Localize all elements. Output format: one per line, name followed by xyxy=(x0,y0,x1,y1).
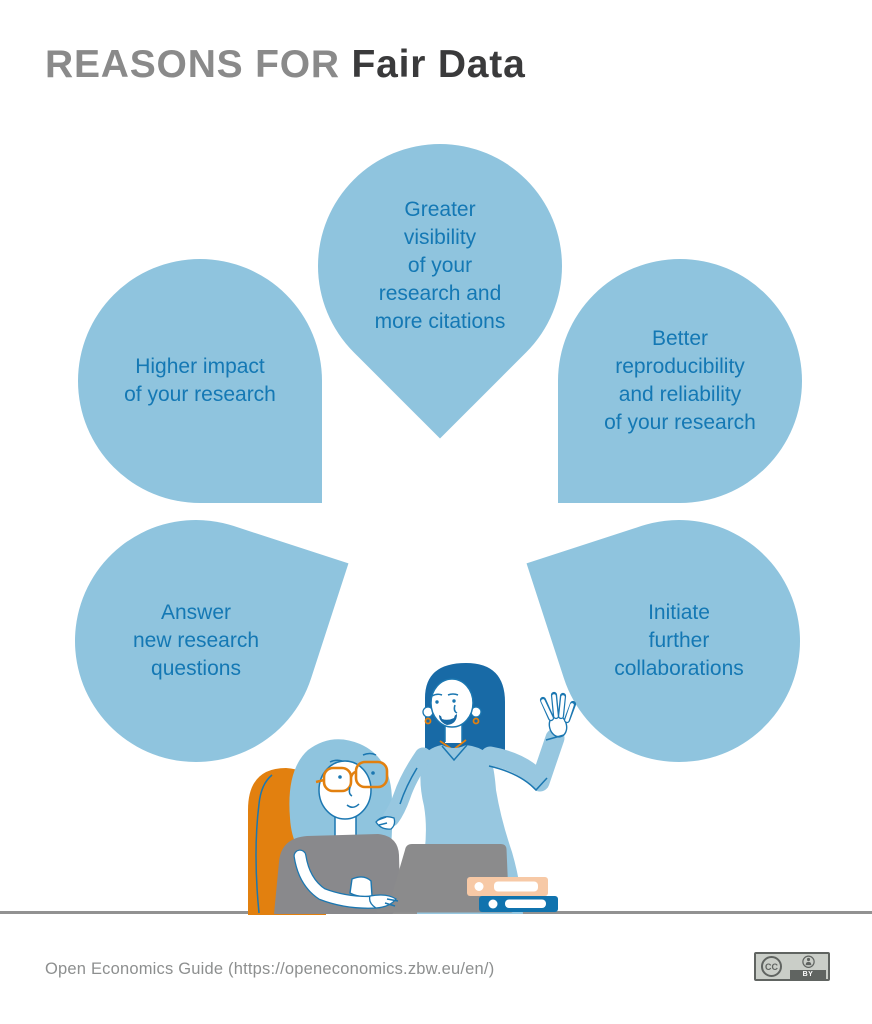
cc-by-license-badge: CC BY xyxy=(754,952,830,981)
petal-label: Greater visibility of your research and … xyxy=(374,198,506,333)
seated-woman-typing-arm xyxy=(293,849,399,909)
cc-by-icon: BY xyxy=(788,954,828,979)
waving-hand xyxy=(539,691,577,741)
seated-woman-face xyxy=(329,752,377,808)
standing-woman-face xyxy=(431,693,459,725)
footer-credit: Open Economics Guide (https://openeconom… xyxy=(45,960,495,978)
fringe xyxy=(431,666,474,695)
title-prefix: REASONS FOR xyxy=(45,43,340,86)
earring-icon xyxy=(424,717,432,725)
page-title: REASONS FOR Fair Data xyxy=(45,43,526,87)
petal-better-reproducibility: Better reproducibility and reliability o… xyxy=(558,259,802,503)
blue-binder xyxy=(479,896,558,912)
petal-label: Better reproducibility and reliability o… xyxy=(604,327,756,434)
peach-binder xyxy=(467,877,548,896)
earring-icon xyxy=(472,717,480,725)
illustration-two-researchers xyxy=(248,663,577,915)
petal-label: Initiate further collaborations xyxy=(614,601,744,680)
binders xyxy=(467,877,558,912)
seated-woman xyxy=(274,739,400,914)
petal-higher-impact: Higher impact of your research xyxy=(78,259,322,503)
petal-label: Higher impact of your research xyxy=(124,355,276,406)
by-label: BY xyxy=(790,970,826,979)
person-icon xyxy=(801,955,815,968)
glasses xyxy=(315,760,389,793)
cc-icon: CC xyxy=(761,956,782,977)
title-emphasis: Fair Data xyxy=(351,43,526,86)
